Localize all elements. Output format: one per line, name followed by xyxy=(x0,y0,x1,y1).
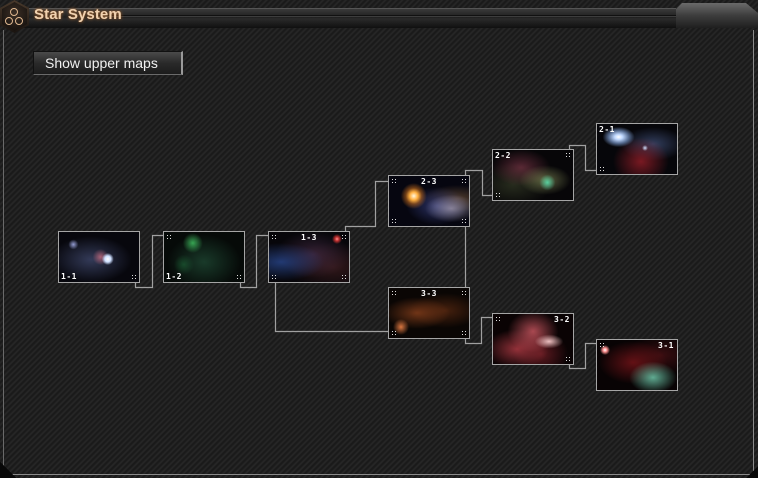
connector-port-icon xyxy=(462,179,466,183)
window-title: Star System xyxy=(34,6,122,23)
connector-port-icon xyxy=(392,219,396,223)
frame-corner-bottom-left xyxy=(0,462,16,478)
connector-port-icon xyxy=(462,291,466,295)
emblem-circle-top xyxy=(10,8,18,16)
connector-port-icon xyxy=(392,291,396,295)
map-node-label: 2-3 xyxy=(421,177,437,186)
title-bar-end-cap xyxy=(676,3,758,28)
connector-port-icon xyxy=(600,343,604,347)
map-node-3-2[interactable]: 3-2 xyxy=(492,313,574,365)
emblem-circle-right xyxy=(15,17,23,25)
map-node-label: 1-3 xyxy=(301,233,317,242)
show-upper-maps-button[interactable]: Show upper maps xyxy=(33,51,183,75)
connector-port-icon xyxy=(272,275,276,279)
emblem-circle-left xyxy=(5,17,13,25)
map-node-label: 3-1 xyxy=(658,341,674,350)
map-node-label: 3-3 xyxy=(421,289,437,298)
connector-port-icon xyxy=(237,275,241,279)
map-node-3-3[interactable]: 3-3 xyxy=(388,287,470,339)
connector-port-icon xyxy=(392,331,396,335)
map-node-1-1[interactable]: 1-1 xyxy=(58,231,140,283)
emblem-inner xyxy=(2,2,27,31)
map-node-1-3[interactable]: 1-3 xyxy=(268,231,350,283)
map-node-2-1[interactable]: 2-1 xyxy=(596,123,678,175)
connector-port-icon xyxy=(566,357,570,361)
connector-port-icon xyxy=(496,193,500,197)
connector-port-icon xyxy=(462,331,466,335)
map-node-label: 1-2 xyxy=(166,272,182,281)
map-node-label: 1-1 xyxy=(61,272,77,281)
map-node-1-2[interactable]: 1-2 xyxy=(163,231,245,283)
triple-circle-emblem-icon xyxy=(0,0,29,33)
connector-port-icon xyxy=(132,275,136,279)
title-bar xyxy=(16,3,758,28)
title-bar-groove xyxy=(96,15,676,17)
map-node-3-1[interactable]: 3-1 xyxy=(596,339,678,391)
frame-corner-bottom-right xyxy=(746,466,758,478)
map-node-2-2[interactable]: 2-2 xyxy=(492,149,574,201)
connector-port-icon xyxy=(496,317,500,321)
connector-port-icon xyxy=(342,275,346,279)
connector-port-icon xyxy=(600,167,604,171)
map-node-label: 2-1 xyxy=(599,125,615,134)
window-frame xyxy=(3,30,754,475)
map-node-label: 2-2 xyxy=(495,151,511,160)
connector-port-icon xyxy=(392,179,396,183)
connector-port-icon xyxy=(462,219,466,223)
map-node-2-3[interactable]: 2-3 xyxy=(388,175,470,227)
map-node-label: 3-2 xyxy=(554,315,570,324)
connector-port-icon xyxy=(167,235,171,239)
connector-port-icon xyxy=(566,153,570,157)
connector-port-icon xyxy=(342,235,346,239)
title-bar-strip xyxy=(16,8,676,28)
connector-port-icon xyxy=(272,235,276,239)
